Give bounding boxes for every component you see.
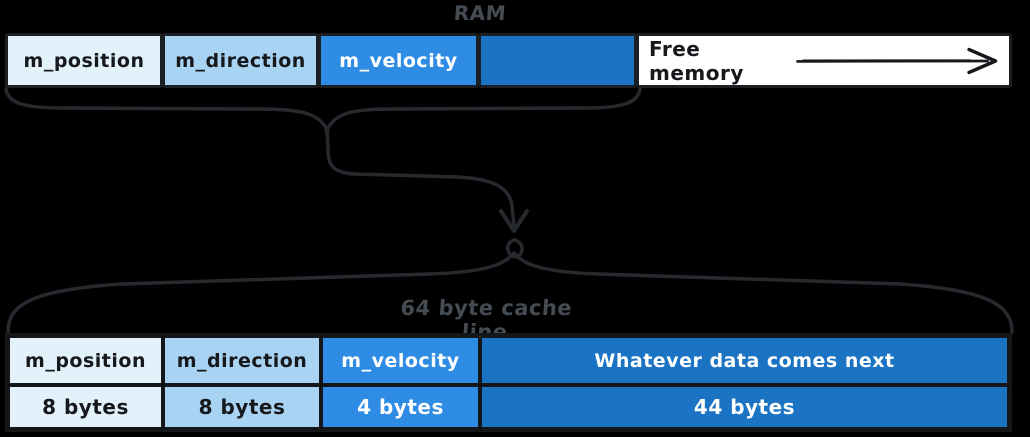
flow-arrow bbox=[325, 131, 516, 228]
cache-cell-m-position: m_position bbox=[8, 336, 163, 385]
ram-segment-m-direction: m_direction bbox=[162, 33, 319, 88]
cache-size-label: 44 bytes bbox=[693, 395, 796, 419]
brace-knot bbox=[324, 129, 330, 135]
ram-segment-label: m_position bbox=[23, 49, 145, 72]
cache-cell-label: m_velocity bbox=[341, 349, 460, 372]
cache-cell-m-direction: m_direction bbox=[163, 336, 321, 385]
ram-label: RAM bbox=[453, 1, 507, 25]
cache-size-m-direction: 8 bytes bbox=[163, 385, 321, 429]
ram-segment-unlabeled bbox=[478, 33, 637, 88]
cache-cell-whatever-next: Whatever data comes next bbox=[480, 336, 1009, 385]
flow-arrowhead bbox=[499, 209, 529, 233]
cache-cell-label: m_direction bbox=[176, 349, 308, 372]
cache-cell-label: m_position bbox=[25, 349, 146, 372]
right-arrow-icon bbox=[796, 47, 998, 74]
cache-size-label: 4 bytes bbox=[357, 395, 444, 419]
cache-size-label: 8 bytes bbox=[198, 395, 286, 419]
ram-memory-bar: m_position m_direction m_velocity Free m… bbox=[5, 33, 1012, 88]
ram-segment-m-velocity: m_velocity bbox=[318, 33, 479, 88]
cache-cell-m-velocity: m_velocity bbox=[321, 336, 480, 385]
ram-segment-label: m_velocity bbox=[339, 49, 458, 72]
cache-size-label: 8 bytes bbox=[42, 395, 129, 419]
brace-loop bbox=[505, 238, 524, 259]
cache-size-m-position: 8 bytes bbox=[8, 385, 163, 429]
ram-brace bbox=[4, 87, 329, 132]
ram-segment-label: m_direction bbox=[175, 49, 306, 72]
ram-segment-free-memory: Free memory bbox=[636, 33, 1012, 88]
ram-brace bbox=[325, 87, 642, 132]
ram-segment-m-position: m_position bbox=[5, 33, 163, 88]
cache-size-whatever-next: 44 bytes bbox=[480, 385, 1009, 429]
ram-segment-label: Free memory bbox=[649, 36, 744, 85]
cache-cell-label: Whatever data comes next bbox=[594, 349, 895, 372]
cache-size-m-velocity: 4 bytes bbox=[321, 385, 480, 429]
cache-line-table: m_position m_direction m_velocity Whatev… bbox=[5, 333, 1012, 432]
